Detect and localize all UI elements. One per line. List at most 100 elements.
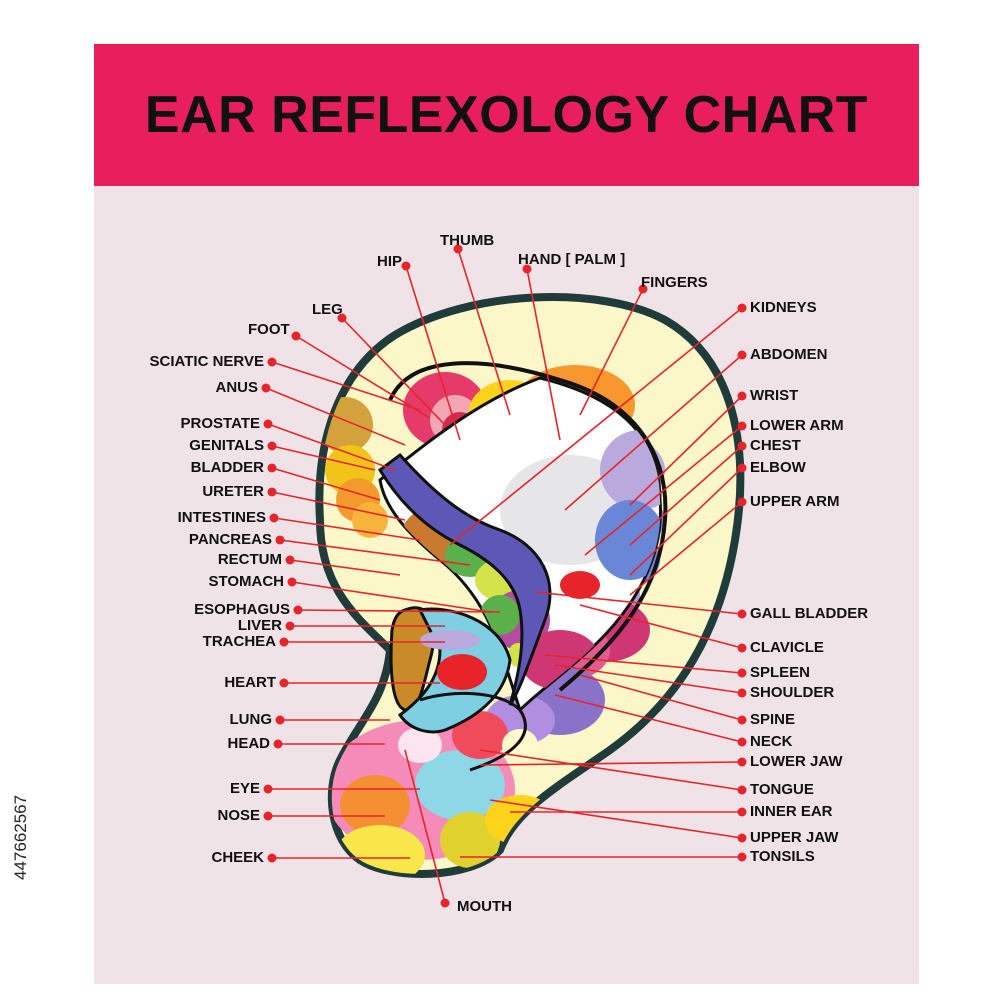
label-prostate: PROSTATE	[181, 415, 260, 432]
label-prostate-dot	[263, 419, 273, 429]
label-kidneys-dot	[737, 303, 747, 313]
label-leg-leader-line	[341, 317, 446, 426]
label-clavicle-leader-line	[579, 604, 743, 649]
label-elbow: ELBOW	[750, 459, 807, 476]
label-shoulder-dot	[737, 688, 747, 698]
label-mouth-dot	[440, 898, 450, 908]
label-fingers-leader-line	[579, 288, 644, 416]
label-thumb-dot	[453, 244, 463, 254]
label-gall-bladder: GALL BLADDER	[750, 605, 868, 622]
label-ureter-leader-line	[271, 491, 406, 521]
label-bladder: BLADDER	[191, 459, 264, 476]
label-neck-leader-line	[554, 694, 743, 743]
label-genitals: GENITALS	[189, 437, 264, 454]
label-thumb-leader-line	[457, 248, 511, 416]
label-anus-dot	[261, 383, 271, 393]
label-nose-dot	[263, 811, 273, 821]
label-genitals-leader-line	[271, 445, 376, 471]
label-pancreas: PANCREAS	[189, 531, 272, 548]
label-foot-dot	[291, 331, 301, 341]
label-foot-leader-line	[295, 335, 431, 419]
label-inner-ear: INNER EAR	[750, 803, 833, 820]
ear-shape	[315, 293, 745, 878]
label-upper-jaw-leader-line	[489, 799, 743, 839]
heart-zone	[437, 654, 487, 690]
label-pancreas-leader-line	[279, 539, 471, 566]
label-chest-dot	[737, 441, 747, 451]
label-spleen-dot	[737, 668, 747, 678]
label-anus-leader-line	[265, 387, 406, 446]
label-shoulder-leader-line	[554, 664, 743, 694]
label-clavicle-dot	[737, 643, 747, 653]
label-tongue-dot	[737, 785, 747, 795]
label-shoulder: SHOULDER	[750, 684, 834, 701]
label-lower-arm: LOWER ARM	[750, 417, 844, 434]
label-upper-jaw: UPPER JAW	[750, 829, 839, 846]
label-intestines-dot	[269, 513, 279, 523]
label-mouth: MOUTH	[457, 898, 512, 915]
label-esophagus-dot	[293, 605, 303, 615]
label-tongue: TONGUE	[750, 781, 814, 798]
label-stomach-dot	[287, 577, 297, 587]
label-trachea-dot	[279, 637, 289, 647]
label-gall-bladder-dot	[737, 609, 747, 619]
label-upper-arm-dot	[737, 497, 747, 507]
label-bladder-leader-line	[271, 467, 381, 501]
helix-fold	[388, 361, 668, 692]
label-fingers: FINGERS	[641, 274, 708, 291]
label-wrist-leader-line	[629, 395, 743, 506]
label-wrist-dot	[737, 391, 747, 401]
label-esophagus-leader-line	[297, 609, 501, 613]
label-head: HEAD	[227, 735, 270, 752]
label-cheek-dot	[267, 853, 277, 863]
label-elbow-dot	[737, 463, 747, 473]
label-anus: ANUS	[215, 379, 258, 396]
label-rectum-dot	[285, 555, 295, 565]
antihelix	[378, 452, 552, 706]
label-lower-arm-dot	[737, 421, 747, 431]
stock-id-watermark: 447662567	[11, 795, 30, 880]
label-spine-leader-line	[579, 674, 743, 721]
label-abdomen-dot	[737, 350, 747, 360]
label-lower-jaw: LOWER JAW	[750, 753, 843, 770]
label-ureter: URETER	[202, 483, 264, 500]
label-elbow-leader-line	[629, 467, 743, 576]
label-lung-dot	[275, 715, 285, 725]
label-clavicle: CLAVICLE	[750, 639, 824, 656]
label-inner-ear-dot	[737, 807, 747, 817]
label-hip-leader-line	[405, 265, 461, 441]
label-head-dot	[273, 739, 283, 749]
label-rectum: RECTUM	[218, 551, 282, 568]
label-cheek: CHEEK	[211, 849, 264, 866]
label-hip-dot	[401, 261, 411, 271]
label-ureter-dot	[267, 487, 277, 497]
label-spleen: SPLEEN	[750, 664, 810, 681]
label-lower-jaw-leader-line	[479, 761, 743, 766]
label-gall-bladder-leader-line	[534, 591, 743, 615]
label-mouth-leader-line	[404, 749, 446, 904]
label-heart: HEART	[224, 674, 276, 691]
label-hand-palm-dot	[522, 264, 532, 274]
label-liver: LIVER	[238, 617, 282, 634]
label-hand-palm-leader-line	[526, 268, 561, 441]
label-upper-arm-leader-line	[629, 501, 743, 596]
label-stomach-leader-line	[291, 581, 491, 613]
label-upper-arm: UPPER ARM	[750, 493, 839, 510]
label-fingers-dot	[638, 284, 648, 294]
label-esophagus: ESOPHAGUS	[194, 601, 290, 618]
label-spine-dot	[737, 715, 747, 725]
label-sciatic-nerve: SCIATIC NERVE	[150, 353, 264, 370]
label-kidneys-leader-line	[449, 307, 743, 546]
label-tonsils: TONSILS	[750, 848, 815, 865]
label-tongue-leader-line	[479, 749, 743, 791]
label-lower-arm-leader-line	[584, 425, 743, 556]
label-neck: NECK	[750, 733, 793, 750]
label-foot: FOOT	[248, 321, 290, 338]
leader-lines	[261, 244, 747, 908]
label-spine: SPINE	[750, 711, 795, 728]
label-chest-leader-line	[629, 445, 743, 546]
label-leg-dot	[337, 313, 347, 323]
label-intestines: INTESTINES	[178, 509, 266, 526]
label-hip: HIP	[377, 253, 402, 270]
